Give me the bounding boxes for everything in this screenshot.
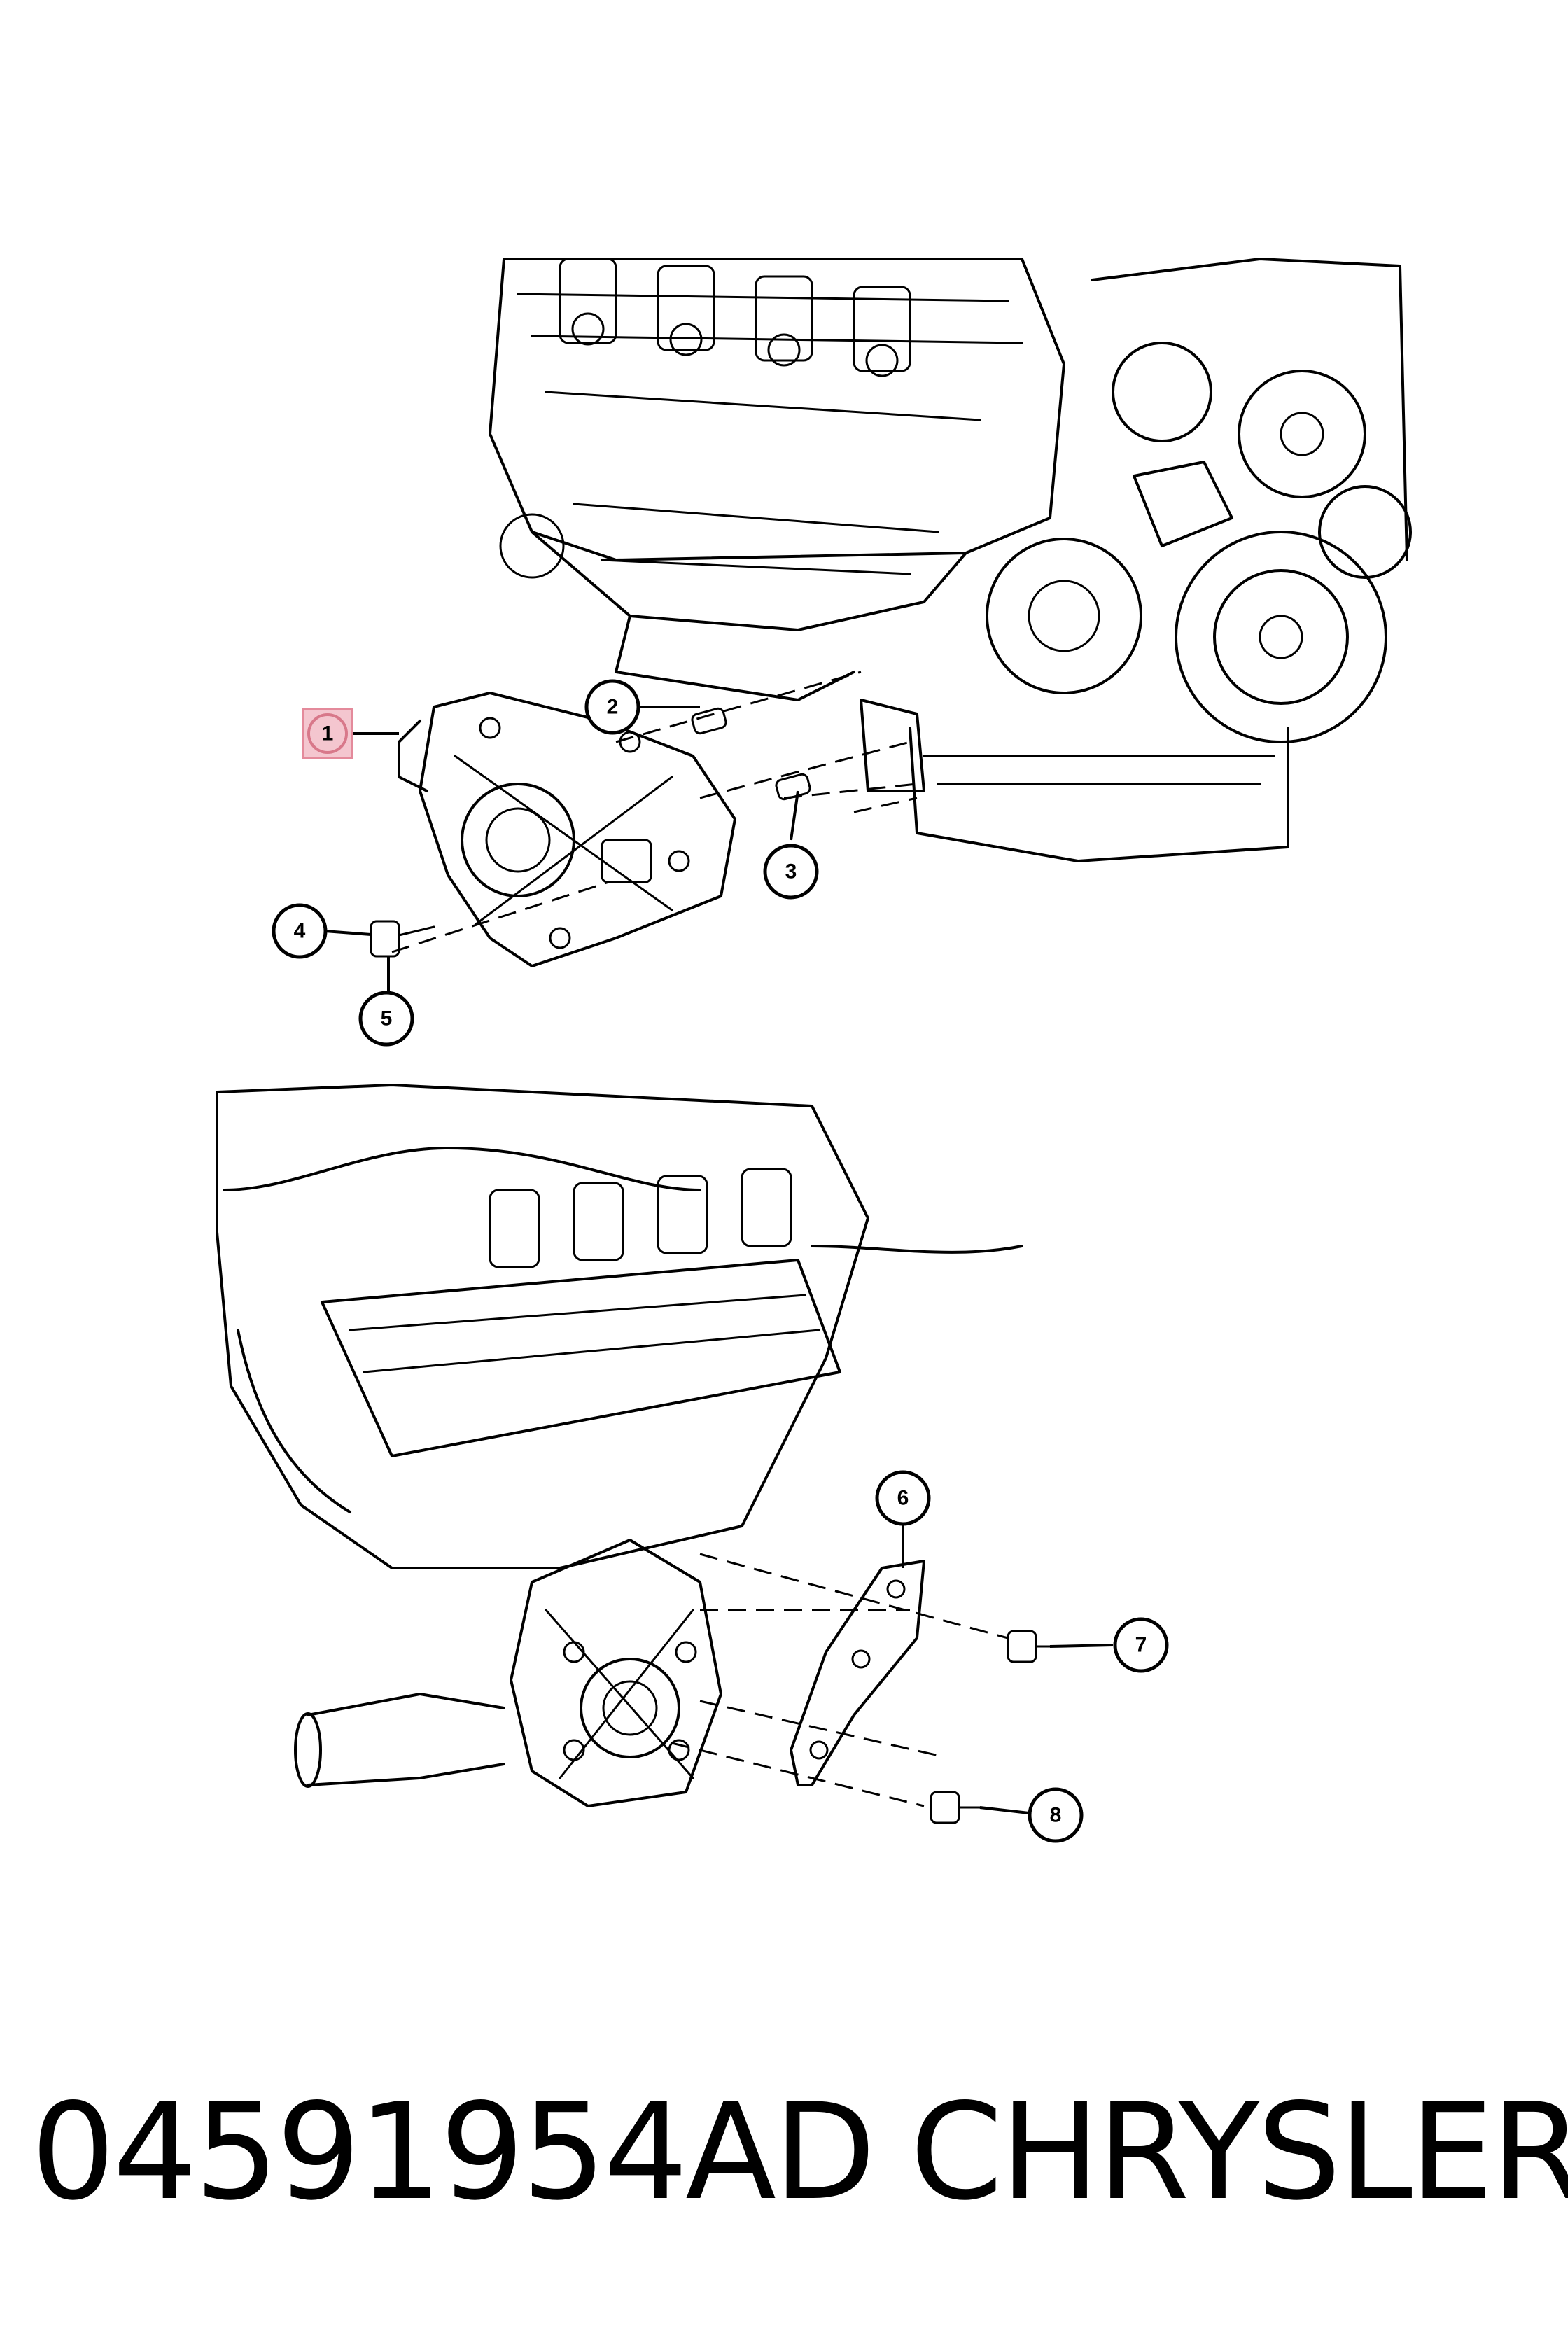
engine-illustration-top (489, 258, 1412, 862)
bolt-8 (930, 1791, 981, 1824)
front-axle-housing-top (398, 692, 736, 967)
leader-lines (324, 706, 1114, 1814)
callout-1[interactable]: 1 (302, 708, 354, 760)
part-number-label: 04591954AD (31, 2075, 876, 2230)
bolt-4 (370, 920, 435, 958)
brand-label: CHRYSLER (910, 2075, 1568, 2230)
callout-3[interactable]: 3 (763, 844, 819, 899)
callout-8[interactable]: 8 (1028, 1787, 1084, 1843)
callout-2-label: 2 (607, 696, 619, 719)
callout-4-label: 4 (294, 920, 306, 943)
ignition-coils (559, 258, 911, 377)
callout-7[interactable]: 7 (1113, 1617, 1169, 1673)
support-bracket (790, 1560, 925, 1786)
front-axle-housing-bottom (510, 1539, 722, 1807)
callout-5-label: 5 (381, 1007, 393, 1030)
bolt-7 (1007, 1630, 1051, 1663)
callout-3-label: 3 (785, 860, 797, 883)
mounting-lines-bottom (671, 1553, 1009, 1807)
callout-6[interactable]: 6 (875, 1470, 931, 1526)
callout-8-label: 8 (1050, 1804, 1062, 1827)
mounting-lines-top (391, 671, 918, 953)
callout-5[interactable]: 5 (358, 990, 414, 1046)
accessory-drive (986, 258, 1412, 743)
callout-1-label: 1 (322, 722, 334, 746)
callout-6-label: 6 (897, 1487, 909, 1510)
callout-2[interactable]: 2 (584, 679, 640, 735)
callout-7-label: 7 (1135, 1634, 1147, 1657)
callout-4[interactable]: 4 (272, 903, 328, 959)
engine-illustration-bottom (216, 1084, 1023, 1788)
dowel-pins (691, 707, 811, 801)
